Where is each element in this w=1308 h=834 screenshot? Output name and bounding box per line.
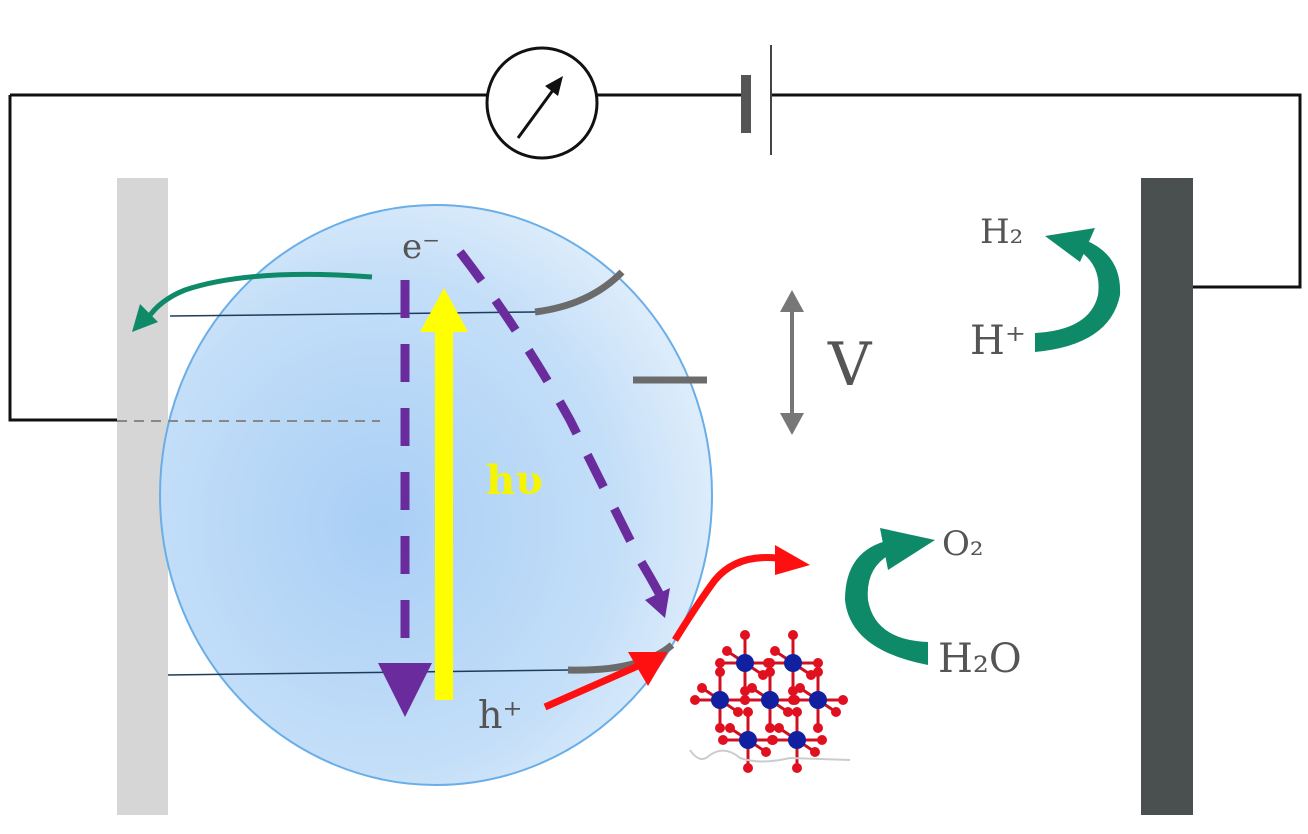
oxygen-atom — [740, 630, 750, 640]
oxygen-atom — [788, 630, 798, 640]
photon-excitation-arrow — [420, 288, 468, 700]
battery-icon — [741, 45, 772, 155]
water-label: H₂O — [938, 636, 1022, 682]
oxygen-atom — [743, 707, 753, 717]
hydrogen-evolution-arrow — [1035, 228, 1121, 352]
oxygen-atom — [722, 646, 732, 656]
oxygen-label: O₂ — [942, 524, 984, 564]
oxygen-atom — [813, 667, 823, 677]
metal-atom — [809, 691, 827, 709]
oxygen-atom — [788, 695, 798, 705]
oxygen-atom — [733, 707, 743, 717]
voltage-arrow — [780, 290, 804, 435]
oxygen-atom — [715, 658, 725, 668]
oxygen-atom — [817, 735, 827, 745]
oxygen-atom — [813, 723, 823, 733]
metal-atom — [784, 654, 802, 672]
band-diagram — [117, 269, 707, 676]
metal-atom — [788, 731, 806, 749]
oxygen-atom — [795, 683, 805, 693]
metal-atom — [736, 654, 754, 672]
oxygen-atom — [810, 747, 820, 757]
hole-oxidation-arrow — [672, 554, 791, 642]
cocatalyst-cluster-icon — [690, 630, 848, 773]
hole-oxidation-arrowhead — [775, 545, 810, 575]
electron-transfer-path — [456, 249, 664, 598]
oxygen-atom — [747, 683, 757, 693]
oxygen-atom — [813, 658, 823, 668]
substrate-line — [689, 749, 851, 763]
metal-atom — [761, 691, 779, 709]
oxygen-atom — [743, 763, 753, 773]
electron-label: e⁻ — [402, 227, 440, 267]
hole-transfer-arrow — [543, 661, 642, 711]
photon-label: hυ — [486, 457, 543, 504]
ammeter-icon — [485, 46, 599, 160]
oxygen-atom — [761, 747, 771, 757]
oxygen-atom — [831, 707, 841, 717]
oxygen-atom — [792, 707, 802, 717]
oxygen-atom — [770, 646, 780, 656]
metal-atom — [711, 691, 729, 709]
oxygen-atom — [783, 707, 793, 717]
metal-atom — [739, 731, 757, 749]
hole-label: h⁺ — [478, 693, 523, 737]
oxygen-atom — [718, 735, 728, 745]
electron-transfer-arrowhead — [645, 588, 670, 618]
oxygen-atom — [763, 658, 773, 668]
water-oxidation-arrow — [845, 528, 935, 665]
oxygen-atom — [690, 695, 700, 705]
oxygen-atom — [697, 683, 707, 693]
external-circuit — [8, 93, 1302, 422]
oxygen-atom — [725, 723, 735, 733]
oxygen-atom — [765, 667, 775, 677]
oxygen-atom — [792, 763, 802, 773]
hole-transfer-arrowhead — [628, 652, 668, 686]
electron-collection-arrowhead — [132, 304, 158, 332]
voltage-label: V — [827, 330, 873, 400]
oxygen-atom — [838, 695, 848, 705]
oxygen-atom — [715, 667, 725, 677]
hydrogen-label: H₂ — [980, 212, 1023, 252]
cathode-electrode — [1141, 178, 1193, 815]
oxygen-atom — [715, 723, 725, 733]
oxygen-atom — [765, 723, 775, 733]
proton-label: H⁺ — [970, 318, 1026, 364]
oxygen-atom — [774, 723, 784, 733]
electron-collection-arrow — [145, 271, 373, 320]
oxygen-atom — [740, 695, 750, 705]
oxygen-atom — [767, 735, 777, 745]
